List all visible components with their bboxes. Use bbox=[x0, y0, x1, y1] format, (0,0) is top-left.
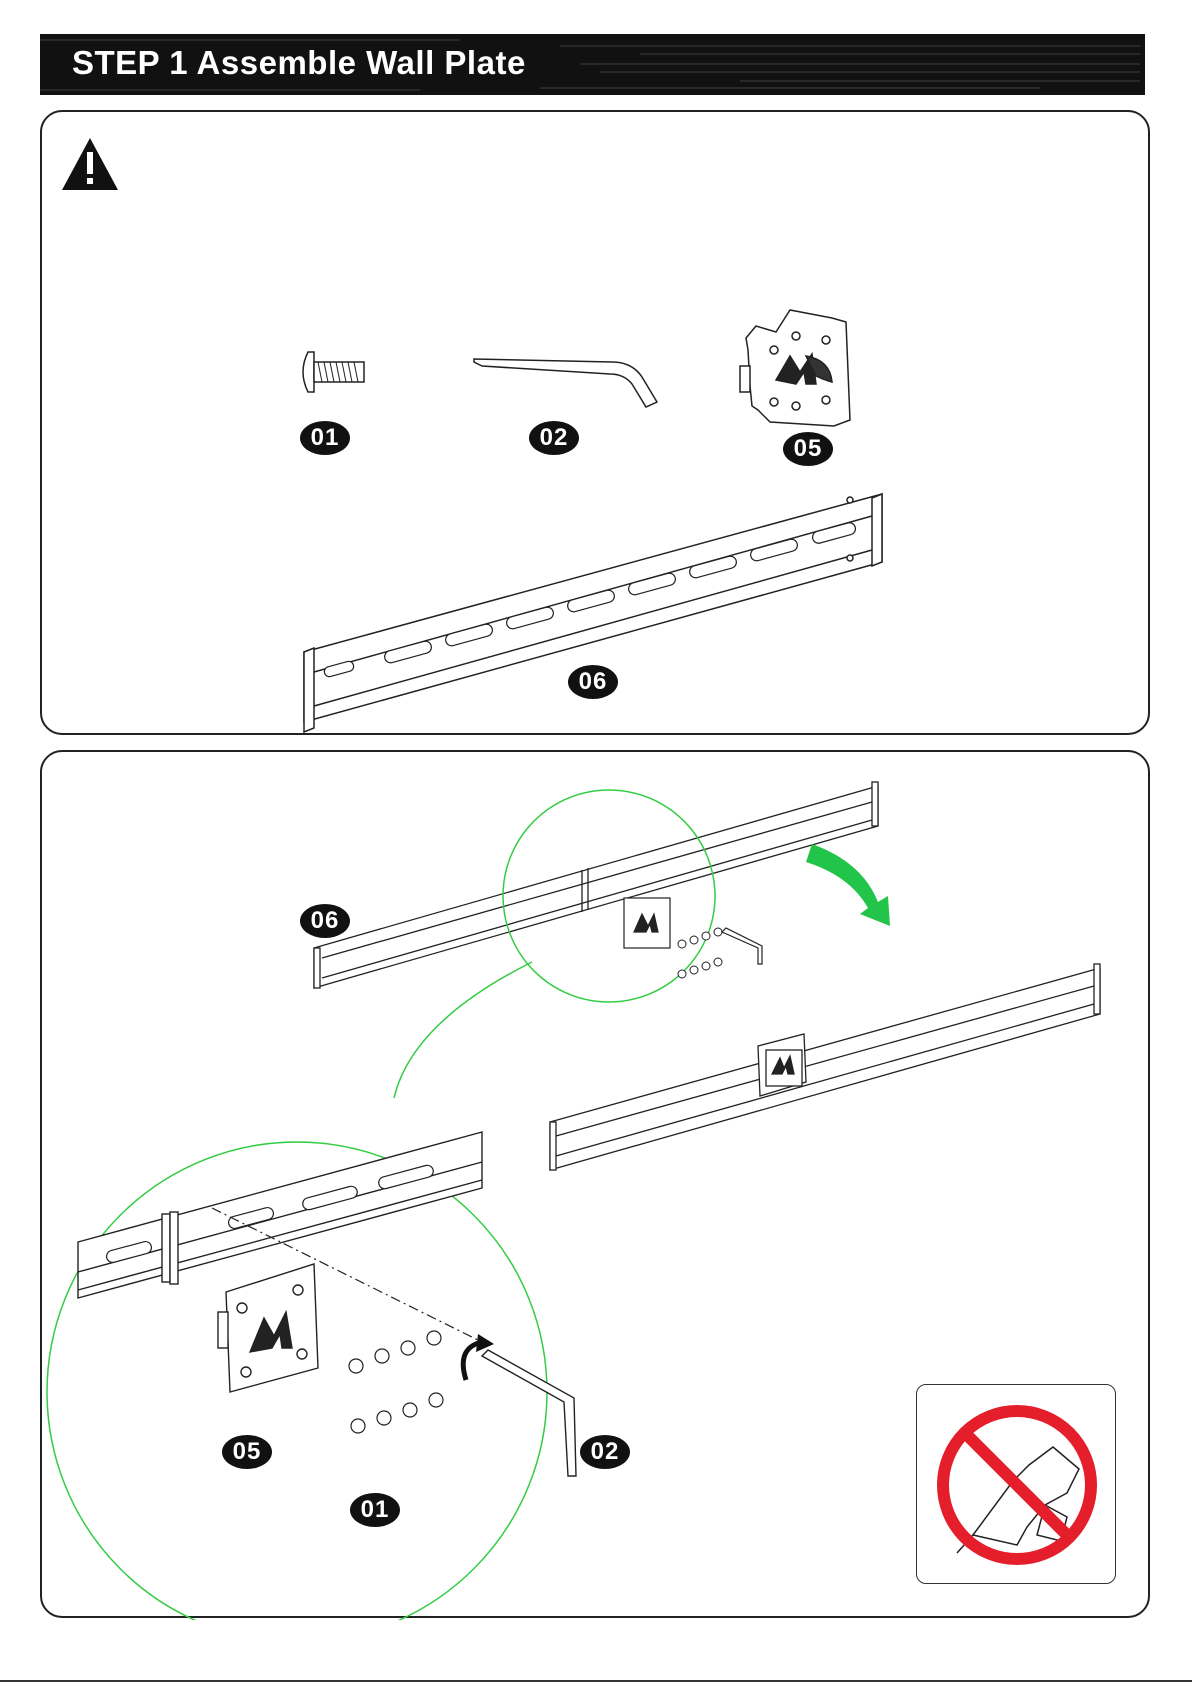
no-power-drill-box bbox=[916, 1384, 1116, 1584]
parts-panel: 01 02 05 06 bbox=[40, 110, 1150, 735]
parts-drawing bbox=[42, 112, 1152, 737]
zoomed-rail bbox=[78, 1132, 482, 1298]
direction-arrow bbox=[806, 844, 890, 926]
zoomed-screws bbox=[349, 1331, 443, 1433]
assembly-key-badge: 02 bbox=[580, 1435, 630, 1469]
part-06-badge: 06 bbox=[568, 665, 618, 699]
zoomed-plate bbox=[218, 1264, 318, 1392]
footer-rule bbox=[0, 1680, 1192, 1682]
plate-part bbox=[740, 310, 850, 426]
small-screws bbox=[678, 928, 722, 978]
small-plate bbox=[624, 898, 670, 948]
callout-connector bbox=[394, 962, 532, 1098]
zoomed-allen-key bbox=[482, 1350, 576, 1476]
screw-part bbox=[303, 352, 364, 392]
assembly-plate-badge: 05 bbox=[222, 1435, 272, 1469]
assembly-rail-badge: 06 bbox=[300, 904, 350, 938]
exploded-rail bbox=[314, 782, 878, 988]
part-01-badge: 01 bbox=[300, 421, 350, 455]
allen-key-part bbox=[474, 359, 657, 407]
part-02-badge: 02 bbox=[529, 421, 579, 455]
small-allen-key bbox=[722, 928, 762, 964]
step-header: STEP 1 Assemble Wall Plate bbox=[40, 34, 1145, 95]
assembly-panel: 06 05 02 01 bbox=[40, 750, 1150, 1618]
assembly-screws-badge: 01 bbox=[350, 1493, 400, 1527]
assembled-rail bbox=[550, 964, 1100, 1170]
step-title: STEP 1 Assemble Wall Plate bbox=[72, 44, 526, 82]
part-05-badge: 05 bbox=[783, 432, 833, 466]
no-power-drill-icon bbox=[917, 1385, 1117, 1585]
